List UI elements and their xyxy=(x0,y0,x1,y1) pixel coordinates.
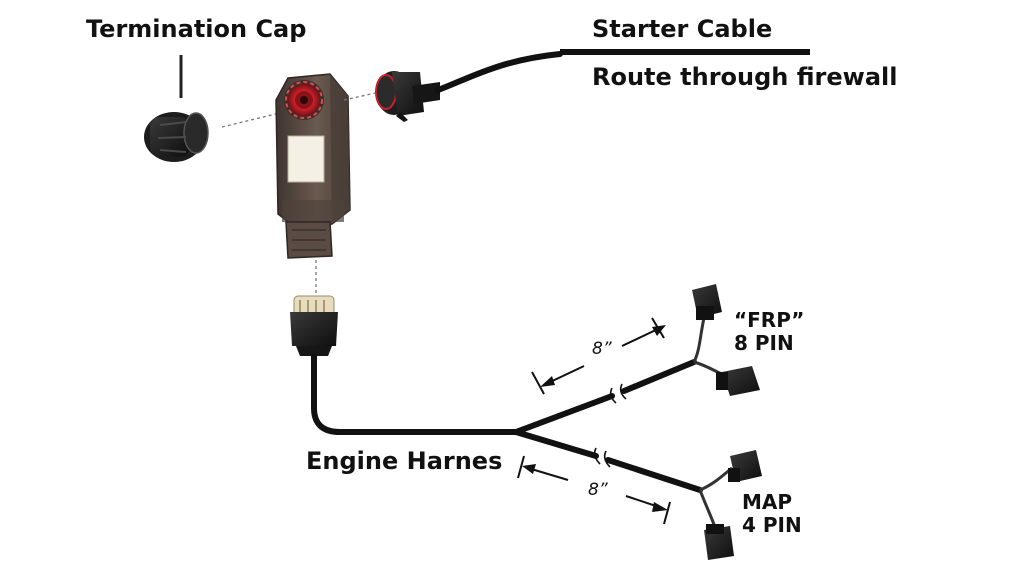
starter-cable-connector xyxy=(375,71,440,122)
frp-branch-break xyxy=(609,383,627,404)
termination-cap-label: Termination Cap xyxy=(86,15,307,43)
starter-cable-label: Starter Cable xyxy=(592,15,773,43)
frp-pin-count-label: 8 PIN xyxy=(734,331,794,355)
engine-harness-cable xyxy=(311,353,519,435)
map-connector-lower xyxy=(704,524,734,560)
frp-connector-name-label: “FRP” xyxy=(734,308,805,332)
map-lead-top xyxy=(699,466,733,492)
map-branch-cable xyxy=(513,429,703,493)
map-pin-count-label: 4 PIN xyxy=(742,513,802,537)
control-module xyxy=(275,73,351,259)
route-through-firewall-label: Route through firewall xyxy=(592,63,898,91)
lower-length-label: 8” xyxy=(588,480,608,500)
frp-connector-lower xyxy=(716,366,760,396)
map-connector-upper xyxy=(728,450,762,482)
engine-harness-connector xyxy=(290,295,338,356)
upper-length-dimension xyxy=(531,317,666,395)
frp-connector-upper xyxy=(692,284,722,320)
starter-alignment-line xyxy=(343,91,381,101)
frp-branch-cable xyxy=(513,359,697,435)
engine-harness-label: Engine Harnes xyxy=(306,447,503,475)
frp-lead-top xyxy=(692,317,706,363)
map-connector-name-label: MAP xyxy=(742,490,793,514)
starter-cable xyxy=(435,51,563,93)
upper-length-label: 8ˮ xyxy=(592,339,612,359)
termination-cap xyxy=(144,112,209,162)
lower-length-dimension xyxy=(517,455,671,525)
map-branch-break xyxy=(593,447,611,468)
